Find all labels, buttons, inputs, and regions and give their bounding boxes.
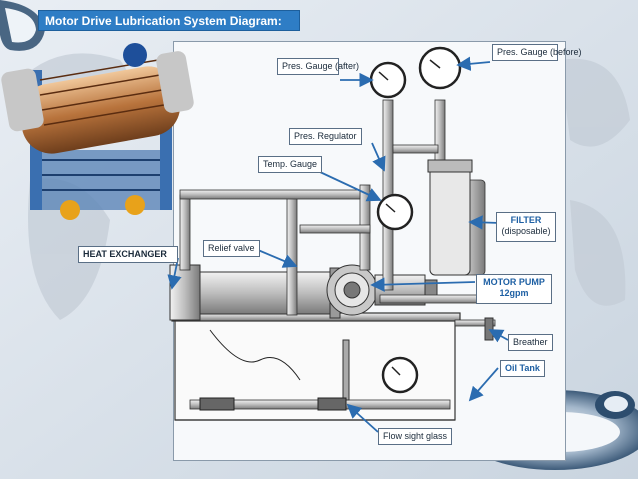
label-relief-valve: Relief valve bbox=[203, 240, 260, 257]
temp-gauge-drawing bbox=[376, 193, 414, 231]
label-breather: Breather bbox=[508, 334, 553, 351]
motor-pump-subtitle: 12gpm bbox=[499, 288, 529, 298]
label-filter: FILTER (disposable) bbox=[496, 212, 556, 242]
label-temp-gauge: Temp. Gauge bbox=[258, 156, 323, 173]
label-pres-gauge-after: Pres. Gauge (after) bbox=[277, 58, 359, 75]
filter-subtitle: (disposable) bbox=[501, 226, 551, 236]
heat-exchanger-photo bbox=[1, 43, 194, 220]
label-heat-exchanger: HEAT EXCHANGER bbox=[78, 246, 178, 263]
flow-sight-glass-drawing bbox=[199, 339, 350, 411]
motor-pump-title: MOTOR PUMP bbox=[483, 277, 545, 287]
label-motor-pump: MOTOR PUMP 12gpm bbox=[476, 274, 552, 304]
label-flow-sight-glass: Flow sight glass bbox=[378, 428, 453, 445]
breather-drawing bbox=[484, 317, 494, 341]
label-oil-tank: Oil Tank bbox=[500, 360, 545, 377]
filter-title: FILTER bbox=[510, 215, 542, 225]
tank-level-gauge-drawing bbox=[381, 356, 419, 394]
label-pres-regulator: Pres. Regulator bbox=[289, 128, 362, 145]
pres-gauge-before-drawing bbox=[418, 46, 462, 90]
heat-exchanger-drawing bbox=[169, 264, 341, 321]
label-pres-gauge-before: Pres. Gauge (before) bbox=[492, 44, 582, 61]
page-title: Motor Drive Lubrication System Diagram: bbox=[38, 10, 300, 31]
motor-pump-drawing bbox=[326, 264, 438, 316]
filter-canister bbox=[427, 159, 473, 276]
pres-gauge-after-drawing bbox=[369, 61, 407, 99]
pointer-arrows bbox=[167, 56, 509, 433]
wire bbox=[209, 329, 301, 381]
swirl-decoration-top bbox=[0, 0, 45, 51]
